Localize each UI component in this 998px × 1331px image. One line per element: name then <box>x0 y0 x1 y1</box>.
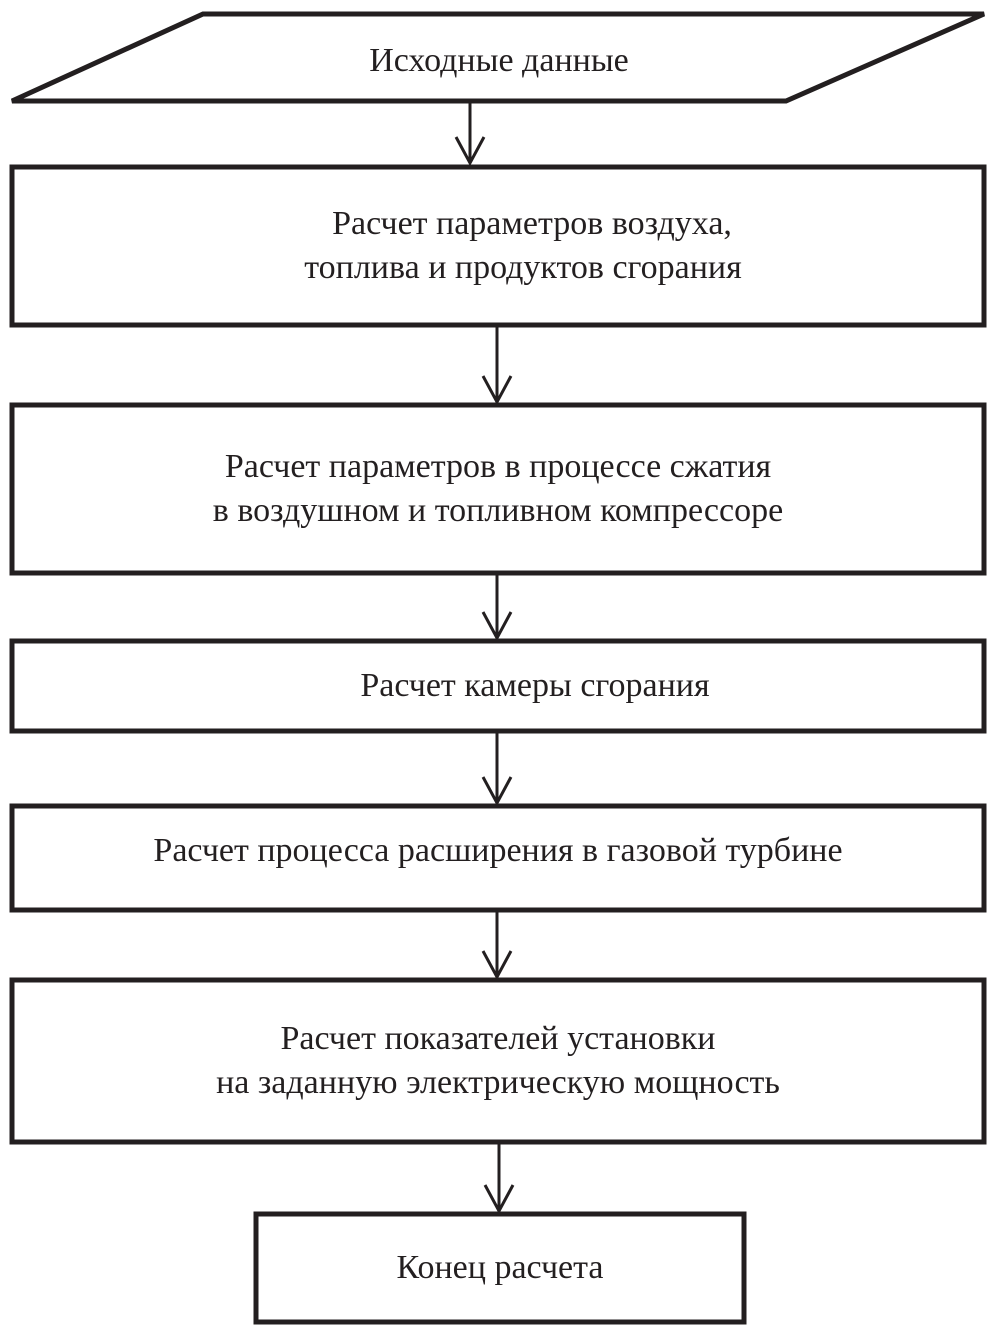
node-shape-step2 <box>9 402 987 576</box>
node-label-step3: Расчет камеры сгорания <box>12 641 984 731</box>
arrow-head-icon <box>481 776 513 807</box>
node-shape-input <box>10 11 986 104</box>
node-label-line: Расчет показателей установки <box>280 1020 716 1057</box>
node-shape-end <box>253 1211 747 1325</box>
node-label-line: Расчет процесса расширения в газовой тур… <box>153 832 843 869</box>
arrow-head-icon <box>481 611 513 642</box>
node-label-line: на заданную электрическую мощность <box>216 1064 780 1101</box>
node-label-step1: Расчет параметров воздуха, топлива и про… <box>12 167 984 325</box>
node-label-input: Исходные данные <box>200 35 798 87</box>
node-label-end: Конец расчета <box>256 1214 744 1322</box>
node-shape-step4 <box>9 803 987 913</box>
node-shape-step5 <box>9 977 987 1145</box>
node-label-line: топлива и продуктов сгорания <box>304 249 742 286</box>
arrow-step3-to-step4 <box>481 731 513 807</box>
node-label-line: Конец расчета <box>396 1249 604 1286</box>
arrow-step4-to-step5 <box>481 910 513 981</box>
node-label-line: Исходные данные <box>369 42 629 79</box>
arrow-step1-to-step2 <box>481 325 513 406</box>
arrow-step2-to-step3 <box>481 573 513 642</box>
arrow-head-icon <box>454 136 486 167</box>
arrow-input-to-step1 <box>454 101 486 167</box>
node-label-line: Расчет камеры сгорания <box>360 667 710 704</box>
node-label-line: Расчет параметров в процессе сжатия <box>224 448 772 485</box>
arrow-step5-to-end <box>483 1142 515 1215</box>
arrow-head-icon <box>481 950 513 981</box>
node-label-step4: Расчет процесса расширения в газовой тур… <box>12 806 984 910</box>
node-label-line: Расчет параметров воздуха, <box>332 205 732 242</box>
arrow-head-icon <box>483 1184 515 1215</box>
node-label-step5: Расчет показателей установки на заданную… <box>12 980 984 1142</box>
edges-layer <box>454 101 515 1215</box>
nodes-layer <box>9 11 987 1325</box>
node-label-step2: Расчет параметров в процессе сжатия в во… <box>12 405 984 573</box>
node-shape-step3 <box>9 638 987 734</box>
node-shape-step1 <box>9 164 987 328</box>
arrow-head-icon <box>481 375 513 406</box>
node-label-line: в воздушном и топливном компрессоре <box>212 492 784 529</box>
